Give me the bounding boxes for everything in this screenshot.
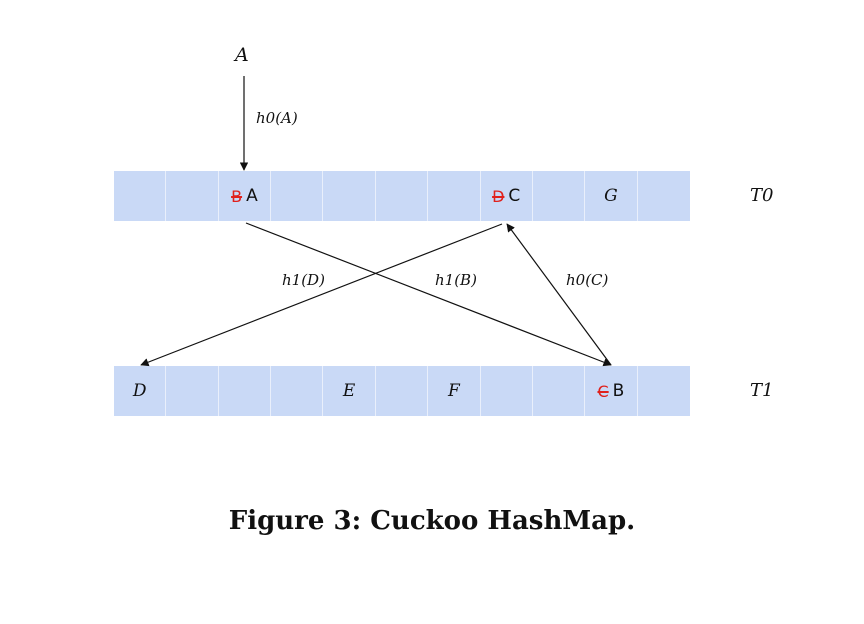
table-t1-slot	[166, 366, 219, 416]
table-t1-slot	[637, 366, 690, 416]
table-t0-slot	[166, 171, 219, 221]
slot-key: D	[132, 381, 147, 401]
table-t1-slot: F	[428, 366, 481, 416]
table-t1-label: T1	[750, 380, 774, 401]
arrow-h0-c	[506, 223, 612, 366]
table-t1-slot	[532, 366, 586, 416]
table-t1-slot: E	[323, 366, 376, 416]
table-t1-slot: D	[114, 366, 167, 416]
table-t1-slot	[375, 366, 429, 416]
edge-label-h0-c: h0(C)	[566, 271, 609, 289]
arrow-h1-b	[245, 222, 612, 367]
arrow-h1-d	[140, 223, 503, 367]
table-t0-slot	[323, 171, 376, 221]
edge-label-h0-a: h0(A)	[256, 109, 298, 127]
table-t0-slot	[428, 171, 481, 221]
table-t0-slot	[271, 171, 324, 221]
table-t0-slot: G	[585, 171, 638, 221]
table-t1-slot	[480, 366, 533, 416]
table-t0-slot	[375, 171, 429, 221]
incoming-key-label: A	[235, 44, 249, 66]
table-t0-slot	[114, 171, 167, 221]
slot-key: C	[508, 186, 521, 206]
figure-caption: Figure 3: Cuckoo HashMap.	[228, 506, 636, 536]
table-t0-slot	[637, 171, 690, 221]
slot-key: B	[612, 381, 625, 401]
table-t1-slot	[271, 366, 324, 416]
slot-key: E	[342, 381, 356, 401]
slot-key: F	[447, 381, 460, 401]
evicted-key: C	[597, 381, 609, 401]
evicted-key: B	[231, 186, 243, 206]
edge-label-h1-b: h1(B)	[435, 271, 477, 289]
slot-key: G	[604, 186, 618, 206]
evicted-key: D	[492, 186, 505, 206]
edge-label-h1-d: h1(D)	[282, 271, 325, 289]
table-t0-label: T0	[750, 185, 774, 206]
slot-key: A	[246, 186, 258, 206]
table-t1-slot	[218, 366, 272, 416]
table-t0-slot	[532, 171, 586, 221]
